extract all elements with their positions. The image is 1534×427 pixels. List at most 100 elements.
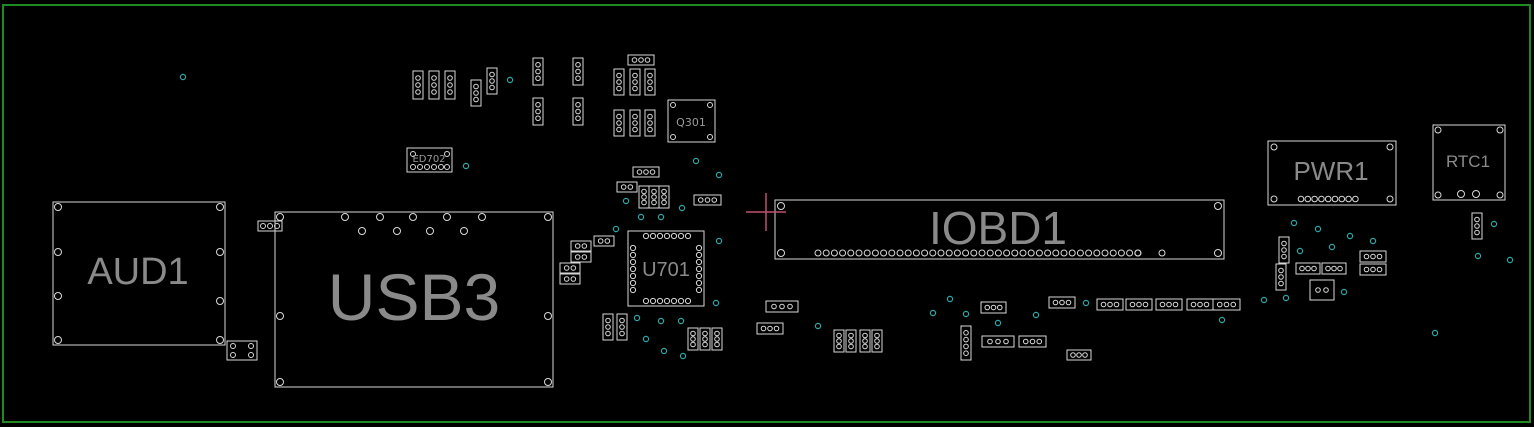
smd-outline [1278, 236, 1290, 264]
smd-component[interactable] [648, 185, 660, 209]
smd-component[interactable] [613, 109, 625, 137]
smd-component[interactable] [638, 185, 650, 209]
smd-pad [647, 79, 653, 85]
smd-component[interactable] [1096, 298, 1124, 311]
smd-component[interactable] [629, 68, 641, 96]
smd-pad [1100, 301, 1107, 308]
smd-component[interactable] [613, 68, 625, 96]
component-usb3[interactable] [274, 211, 554, 388]
smd-component[interactable] [644, 68, 656, 96]
smd-component[interactable] [765, 300, 799, 313]
smd-component[interactable] [629, 109, 641, 137]
via-marker [1218, 316, 1226, 324]
iobd1-pin [1027, 249, 1035, 257]
smd-pad [575, 68, 581, 75]
component-small-usb-left[interactable] [257, 220, 283, 232]
smd-component[interactable] [632, 166, 660, 178]
smd-component[interactable] [572, 97, 584, 126]
component-aud1[interactable] [52, 201, 226, 346]
smd-component[interactable] [444, 70, 456, 100]
smd-component[interactable] [1321, 262, 1347, 275]
smd-component[interactable] [1275, 263, 1287, 291]
smd-pad [874, 343, 880, 350]
smd-component[interactable] [627, 54, 655, 66]
smd-component[interactable] [570, 251, 592, 263]
smd-component[interactable] [1471, 212, 1483, 240]
component-iobd1[interactable] [774, 199, 1225, 260]
smd-component[interactable] [756, 322, 784, 335]
smd-outline [570, 251, 592, 263]
smd-pad [605, 317, 611, 324]
smd-component[interactable] [644, 109, 656, 137]
component-q301[interactable] [667, 99, 716, 143]
component-rtc1[interactable] [1432, 124, 1506, 201]
smd-component[interactable] [559, 273, 581, 285]
iobd1-pin [986, 249, 994, 257]
smd-pad [1159, 301, 1166, 308]
smd-pad [1278, 280, 1284, 287]
pwr1-pin [1311, 195, 1318, 203]
smd-pad [714, 336, 720, 342]
smd-component[interactable] [687, 327, 699, 351]
smd-outline [559, 262, 581, 274]
smd-component[interactable] [570, 240, 592, 252]
u701-pin [629, 265, 637, 273]
smd-component[interactable] [602, 313, 614, 341]
smd-component[interactable] [532, 57, 544, 86]
smd-pad [641, 199, 647, 206]
component-u701[interactable] [627, 230, 705, 307]
smd-component[interactable] [486, 67, 498, 95]
smd-component[interactable] [1066, 349, 1092, 361]
smd-component[interactable] [593, 235, 615, 247]
smd-component[interactable] [572, 57, 584, 86]
component-ed702[interactable] [406, 147, 453, 173]
smd-component[interactable] [980, 301, 1007, 314]
smd-pad [570, 265, 577, 271]
smd-component[interactable] [711, 327, 723, 351]
smd-component[interactable] [699, 327, 711, 351]
smd-component[interactable] [960, 325, 972, 361]
smd-outline [981, 335, 1015, 348]
via-marker [657, 213, 665, 221]
smd-outline [532, 57, 544, 86]
smd-component[interactable] [1048, 296, 1076, 309]
smd-pad [1216, 301, 1223, 308]
smd-component[interactable] [1018, 335, 1047, 348]
smd-component[interactable] [1125, 298, 1153, 311]
smd-component[interactable] [412, 70, 424, 100]
smd-component[interactable] [559, 262, 581, 274]
iobd1-pin [863, 249, 871, 257]
smd-pad [1070, 352, 1076, 358]
via-marker [1328, 243, 1336, 251]
smd-component[interactable] [1359, 250, 1387, 263]
smd-component[interactable] [470, 79, 482, 107]
smd-component[interactable] [1309, 279, 1335, 301]
smd-pad [489, 78, 495, 84]
smd-component[interactable] [658, 185, 670, 209]
u701-pin [663, 297, 671, 305]
component-small-aud-bottom[interactable] [226, 340, 258, 361]
smd-component[interactable] [859, 329, 871, 353]
smd-component[interactable] [532, 97, 544, 126]
via-marker [1314, 225, 1322, 233]
smd-component[interactable] [1295, 262, 1321, 275]
smd-component[interactable] [1278, 236, 1290, 264]
smd-component[interactable] [616, 313, 628, 341]
smd-component[interactable] [871, 329, 883, 353]
smd-component[interactable] [833, 329, 845, 353]
smd-component[interactable] [1212, 298, 1241, 311]
smd-component[interactable] [1359, 263, 1387, 276]
smd-component[interactable] [845, 329, 857, 353]
smd-component[interactable] [981, 335, 1015, 348]
smd-component[interactable] [428, 70, 440, 100]
smd-component[interactable] [693, 194, 722, 206]
smd-component[interactable] [1186, 298, 1214, 311]
via-marker [929, 309, 937, 317]
smd-component[interactable] [616, 181, 638, 193]
smd-pad [1325, 265, 1331, 272]
smd-outline [1359, 250, 1387, 263]
component-pwr1[interactable] [1267, 140, 1397, 206]
smd-component[interactable] [1155, 298, 1183, 311]
smd-pad [963, 343, 969, 350]
